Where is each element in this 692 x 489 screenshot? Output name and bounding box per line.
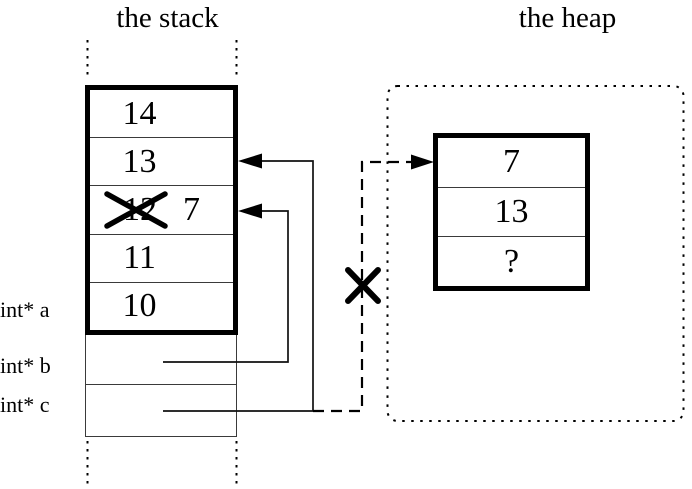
stack-cell-overwritten: 12 7: [90, 186, 233, 235]
stack-cell-10: 10: [90, 283, 233, 330]
heap-cell-value: 13: [494, 193, 529, 230]
var-label-b: int* b: [0, 353, 51, 378]
heap-cell-value: 7: [503, 143, 520, 181]
heap-cell-7: 7: [438, 138, 585, 188]
heap-cell-value: ?: [503, 242, 520, 280]
arrowhead-left-icon: [238, 153, 262, 169]
arrowhead-left-icon: [238, 203, 262, 219]
var-label-c: int* c: [0, 392, 50, 417]
stack-cell-14: 14: [90, 90, 233, 139]
heap-cell-13: 13: [438, 188, 585, 238]
heap-title: the heap: [518, 2, 617, 34]
stack-cell-value: 14: [122, 94, 157, 132]
heap-block-box: 7 13 ?: [433, 133, 590, 291]
pointer-slot-c: [86, 385, 236, 436]
stack-pointer-slots: [85, 335, 237, 437]
stack-cell-11: 11: [90, 235, 233, 283]
arrowhead-right-icon: [411, 154, 434, 170]
stack-cell-value: 10: [122, 287, 157, 325]
overwritten-new-value: 7: [183, 191, 200, 228]
stack-cell-13: 13: [90, 138, 233, 187]
crossed-out-value: 12: [123, 191, 157, 228]
stack-frame-box: 14 13 12 7 11 10: [85, 85, 238, 335]
stack-title: the stack: [116, 2, 219, 34]
dangling-pointer-dashed-arrow: [313, 154, 434, 413]
stack-cell-value: 11: [123, 239, 156, 277]
heap-cell-unknown: ?: [438, 237, 585, 286]
stack-cell-value: 13: [122, 142, 157, 180]
pointer-slot-b: [86, 335, 236, 385]
var-label-a: int* a: [0, 297, 50, 322]
invalid-pointer-x-icon: [345, 267, 381, 304]
